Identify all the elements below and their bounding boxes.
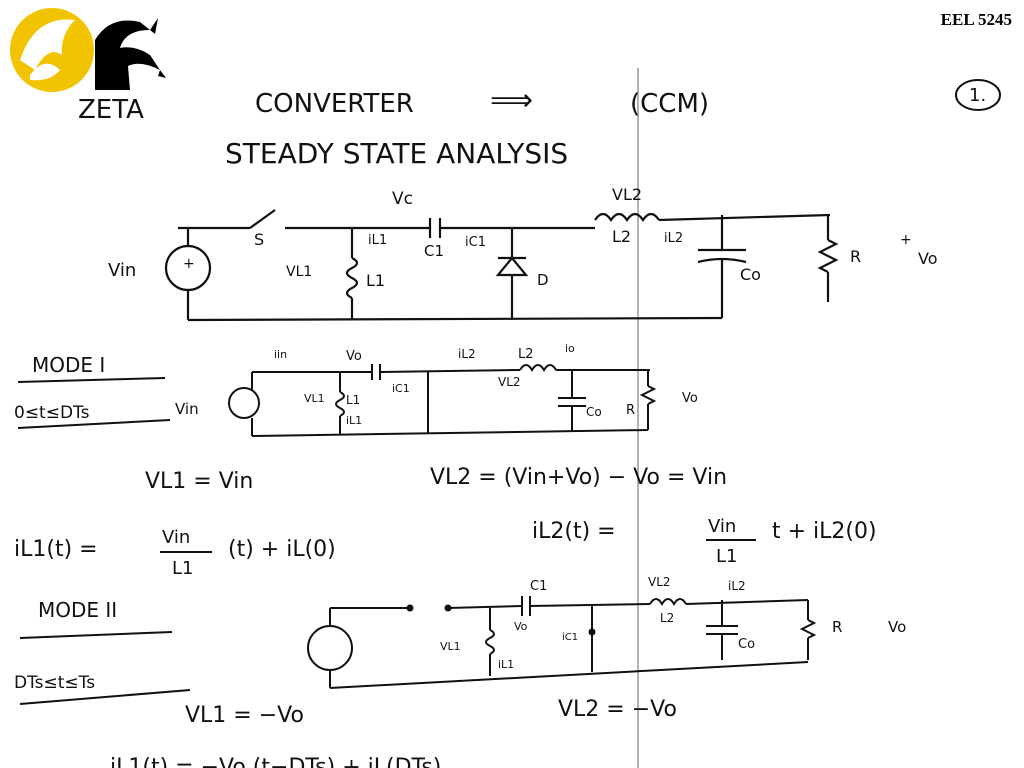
mode2-eq-vl2: VL2 = −Vo bbox=[558, 697, 677, 722]
mode1-label-l1: L1 bbox=[346, 393, 360, 407]
label-c1: C1 bbox=[424, 242, 444, 260]
mode1-label-r: R bbox=[626, 403, 635, 418]
mode2-label-r: R bbox=[832, 618, 842, 636]
l2-inductor-symbol bbox=[594, 212, 660, 222]
label-diode: D bbox=[537, 271, 549, 289]
zeta-main-circuit-labels: Vin + S VL1 iL1 L1 Vc C1 iC1 D VL2 L2 iL… bbox=[108, 185, 938, 290]
mode1-label-co: Co bbox=[586, 405, 602, 419]
mode1-eq-vl2: VL2 = (Vin+Vo) − Vo = Vin bbox=[430, 465, 727, 490]
mode2-label-il2: iL2 bbox=[728, 579, 746, 593]
mode2-circuit bbox=[307, 596, 817, 689]
mode2-title: MODE II bbox=[38, 598, 117, 622]
label-vl2: VL2 bbox=[612, 185, 642, 204]
mode2-label-l2: L2 bbox=[660, 611, 674, 625]
title-converter: CONVERTER bbox=[255, 89, 414, 119]
title-steady-state: STEADY STATE ANALYSIS bbox=[225, 137, 568, 170]
mode2-circuit-labels: C1 Vo iC1 VL1 iL1 VL2 iL2 L2 Co R Vo bbox=[440, 575, 906, 671]
ucf-pegasus-logo bbox=[10, 8, 166, 92]
mode1-title: MODE I bbox=[32, 353, 105, 377]
mode2-underline bbox=[19, 631, 173, 639]
mode1-label-il1: iL1 bbox=[346, 414, 362, 427]
title-zeta: ZETA bbox=[78, 95, 144, 125]
switch-s-symbol bbox=[249, 209, 276, 229]
mode1-label-l2: L2 bbox=[518, 347, 534, 362]
label-l1: L1 bbox=[366, 271, 385, 290]
label-vin: Vin bbox=[108, 260, 136, 281]
r-resistor-symbol bbox=[817, 239, 839, 273]
mode2-label-ic1: iC1 bbox=[562, 632, 578, 643]
mode1-label-vl1: VL1 bbox=[304, 392, 325, 405]
mode1-eq-il1-rhs: (t) + iL(0) bbox=[228, 537, 336, 562]
mode1-label-vl2: VL2 bbox=[498, 375, 521, 389]
course-code: EEL 5245 bbox=[940, 10, 1012, 29]
label-vo: Vo bbox=[918, 249, 938, 268]
mode1-eq-il1-lhs: iL1(t) = bbox=[14, 537, 98, 562]
mode1-eq-vl1: VL1 = Vin bbox=[145, 469, 253, 494]
diode-d-symbol bbox=[495, 256, 529, 277]
mode1-label-ic1: iC1 bbox=[392, 382, 410, 395]
mode1-label-io: io bbox=[565, 342, 575, 355]
label-vc: Vc bbox=[392, 189, 413, 209]
mode2-label-vo: Vo bbox=[888, 618, 906, 636]
title-ccm: (CCM) bbox=[630, 89, 709, 119]
mode1-eq-il1-den: L1 bbox=[172, 558, 193, 579]
mode2-label-vl1: VL1 bbox=[440, 640, 461, 653]
mode1-eq-il2-rhs: t + iL2(0) bbox=[772, 519, 877, 544]
mode2-eq-vl1: VL1 = −Vo bbox=[185, 703, 304, 728]
mode1-label-il2: iL2 bbox=[458, 347, 476, 361]
zeta-main-circuit bbox=[164, 209, 839, 322]
page-number-badge: 1. bbox=[955, 79, 1001, 111]
mode1-eq-il2-den: L1 bbox=[716, 546, 737, 567]
mode1-eq-il2-num: Vin bbox=[708, 516, 736, 537]
title-arrow: ⟹ bbox=[490, 83, 533, 118]
mode1-eq-il2-lhs: iL2(t) = bbox=[532, 519, 616, 544]
mode2-label-vl2: VL2 bbox=[648, 575, 671, 589]
label-l2: L2 bbox=[612, 227, 631, 246]
mode2-interval: DTs≤t≤Ts bbox=[14, 673, 95, 693]
mode2-label-il1: iL1 bbox=[498, 658, 514, 671]
mode2-label-c1: C1 bbox=[530, 579, 547, 594]
mode2-eq-partial: iL1(t) = −Vo (t−DTs) + iL(DTs) bbox=[110, 755, 441, 768]
mode1-underline bbox=[17, 377, 166, 383]
svg-text:+: + bbox=[900, 232, 912, 248]
mode2-label-co: Co bbox=[738, 637, 755, 652]
mode2-label-vo-cap: Vo bbox=[514, 620, 528, 633]
mode1-circuit bbox=[228, 364, 657, 437]
label-il1: iL1 bbox=[368, 233, 387, 248]
mode1-interval: 0≤t≤DTs bbox=[14, 403, 90, 423]
mode1-label-vo-cap: Vo bbox=[346, 349, 362, 364]
label-switch: S bbox=[254, 230, 264, 249]
label-vl1: VL1 bbox=[286, 264, 312, 280]
mode1-label-vo: Vo bbox=[682, 391, 698, 406]
page-number: 1. bbox=[969, 85, 986, 106]
svg-text:+: + bbox=[183, 256, 195, 272]
label-il2: iL2 bbox=[664, 231, 683, 246]
label-co: Co bbox=[740, 265, 761, 284]
mode1-label-vin: Vin bbox=[175, 400, 199, 418]
mode1-circuit-labels: Vin iin Vo VL1 L1 iL1 iC1 iL2 L2 io VL2 … bbox=[175, 342, 698, 427]
mode1-eq-il1-num: Vin bbox=[162, 527, 190, 548]
mode1-label-iin: iin bbox=[274, 348, 287, 361]
label-ic1: iC1 bbox=[465, 235, 486, 250]
l1-inductor-symbol bbox=[345, 257, 359, 299]
label-r: R bbox=[850, 247, 861, 266]
